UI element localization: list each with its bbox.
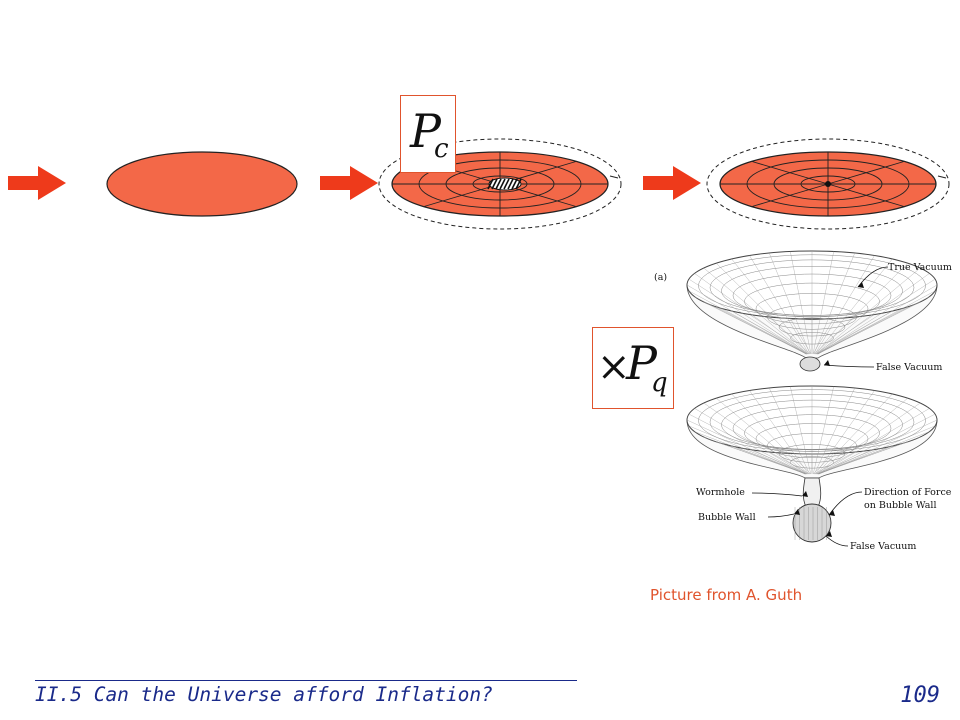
page-number: 109 (900, 683, 940, 708)
pointer-bubble-wall (767, 513, 795, 518)
false-vacuum-bubble-top (799, 356, 821, 372)
wormhole-funnel (686, 385, 938, 479)
right-arrow-icon (643, 166, 701, 200)
times-symbol: × (597, 344, 631, 390)
true-vacuum-funnel (686, 250, 938, 372)
label-true-vacuum: True Vacuum (888, 262, 952, 273)
pointer-direction-force (828, 491, 863, 516)
collapse-region (487, 177, 522, 191)
panel-label: (a) (654, 272, 667, 283)
footer-divider (35, 680, 577, 681)
pq-main-symbol: P (626, 336, 657, 390)
pointer-false-vacuum-bottom (825, 535, 849, 547)
footer-title: II.5 Can the Universe afford Inflation? (35, 683, 493, 706)
label-direction-force-line1: Direction of Force (864, 487, 952, 498)
label-wormhole: Wormhole (696, 487, 745, 498)
pc-main-symbol: P (410, 104, 441, 158)
right-arrow-icon (320, 166, 378, 200)
label-bubble-wall: Bubble Wall (698, 512, 756, 523)
probability-pq-box: × P q (592, 327, 674, 409)
pointer-true-vacuum (857, 266, 889, 288)
inflating-bubble (106, 151, 298, 217)
right-arrow-icon (8, 166, 66, 200)
label-false-vacuum-top: False Vacuum (876, 362, 942, 373)
probability-pc-box: P c (400, 95, 456, 173)
label-direction-force-line2: on Bubble Wall (864, 500, 936, 511)
pc-subscript: c (434, 134, 449, 164)
false-vacuum-bubble-bottom (792, 503, 832, 543)
pointer-wormhole (751, 492, 803, 497)
figure-caption: Picture from A. Guth (650, 586, 803, 604)
pointer-false-vacuum-top (823, 364, 875, 368)
label-false-vacuum-bottom: False Vacuum (850, 541, 916, 552)
collapsed-bubble (706, 138, 950, 230)
pq-subscript: q (651, 368, 668, 398)
